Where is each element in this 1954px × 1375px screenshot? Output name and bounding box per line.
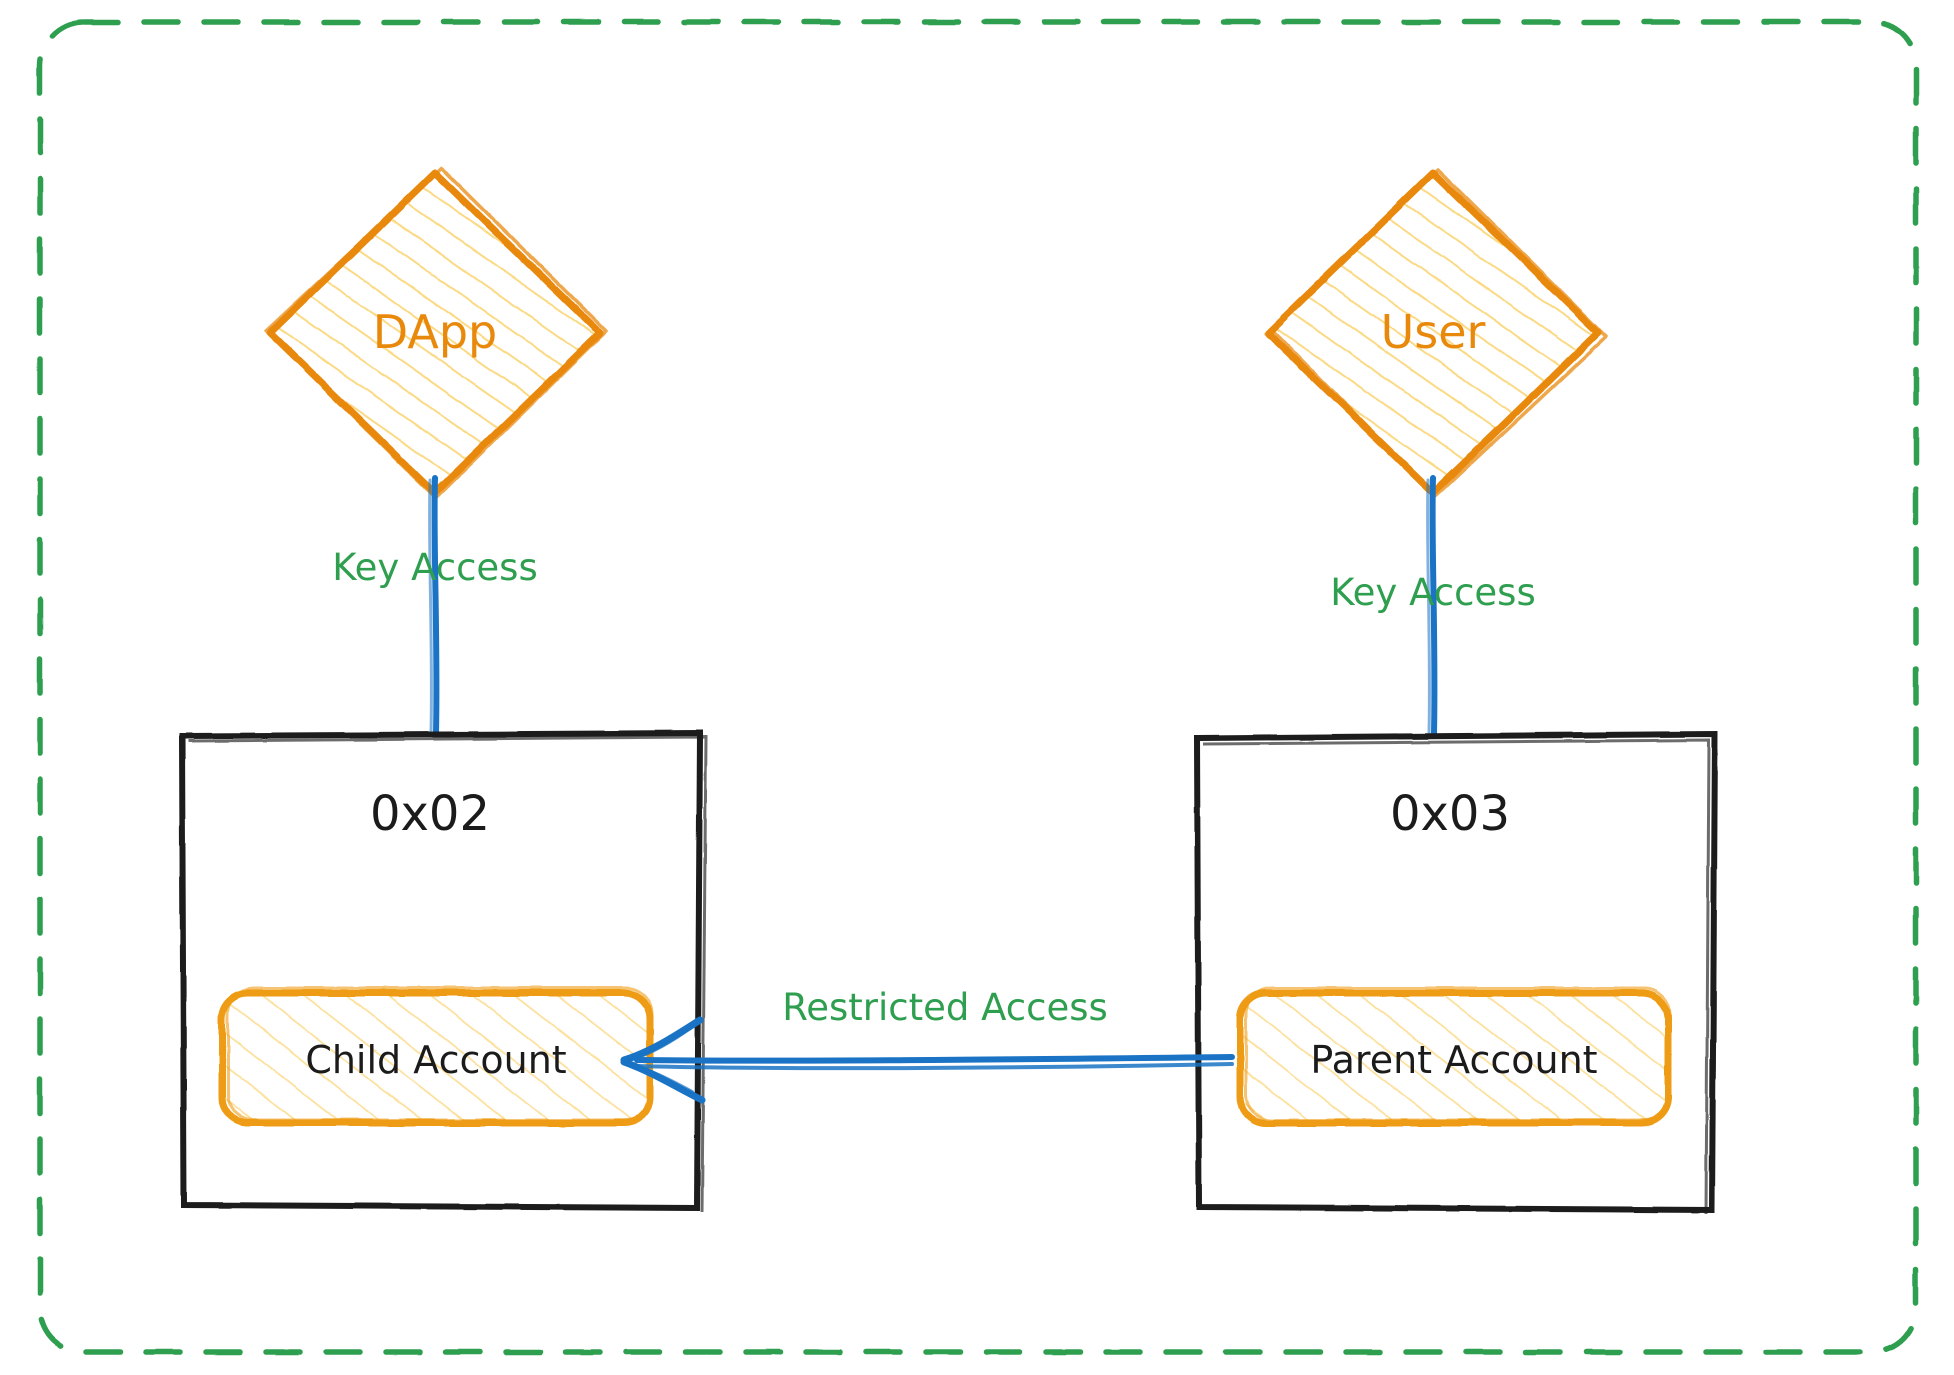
node-account-0x02[interactable]: 0x02 — [178, 729, 708, 1213]
node-account-0x03[interactable]: 0x03 — [1193, 730, 1719, 1215]
node-child-account-label: Child Account — [305, 1038, 566, 1082]
node-user-label: User — [1381, 305, 1486, 359]
edge-label-key-access-right: Key Access — [1330, 571, 1536, 614]
edge-label-key-access-left: Key Access — [332, 546, 538, 589]
edge-label-restricted-access: Restricted Access — [782, 986, 1108, 1029]
edge-user-to-account-0x03[interactable] — [1426, 475, 1438, 736]
node-parent-account-label: Parent Account — [1310, 1038, 1597, 1082]
edge-parent-to-child-restricted[interactable] — [620, 1016, 1235, 1104]
node-child-account[interactable]: Child Account — [218, 986, 654, 1127]
edge-dapp-to-account-0x02[interactable] — [428, 475, 440, 736]
node-dapp-label: DApp — [373, 305, 497, 359]
node-dapp[interactable]: DApp — [264, 166, 608, 500]
outer-dashed-boundary — [37, 19, 1919, 1355]
node-parent-account[interactable]: Parent Account — [1236, 986, 1672, 1127]
node-user[interactable]: User — [1264, 168, 1608, 498]
node-account-0x02-label: 0x02 — [370, 786, 490, 842]
node-account-0x03-label: 0x03 — [1390, 786, 1510, 842]
